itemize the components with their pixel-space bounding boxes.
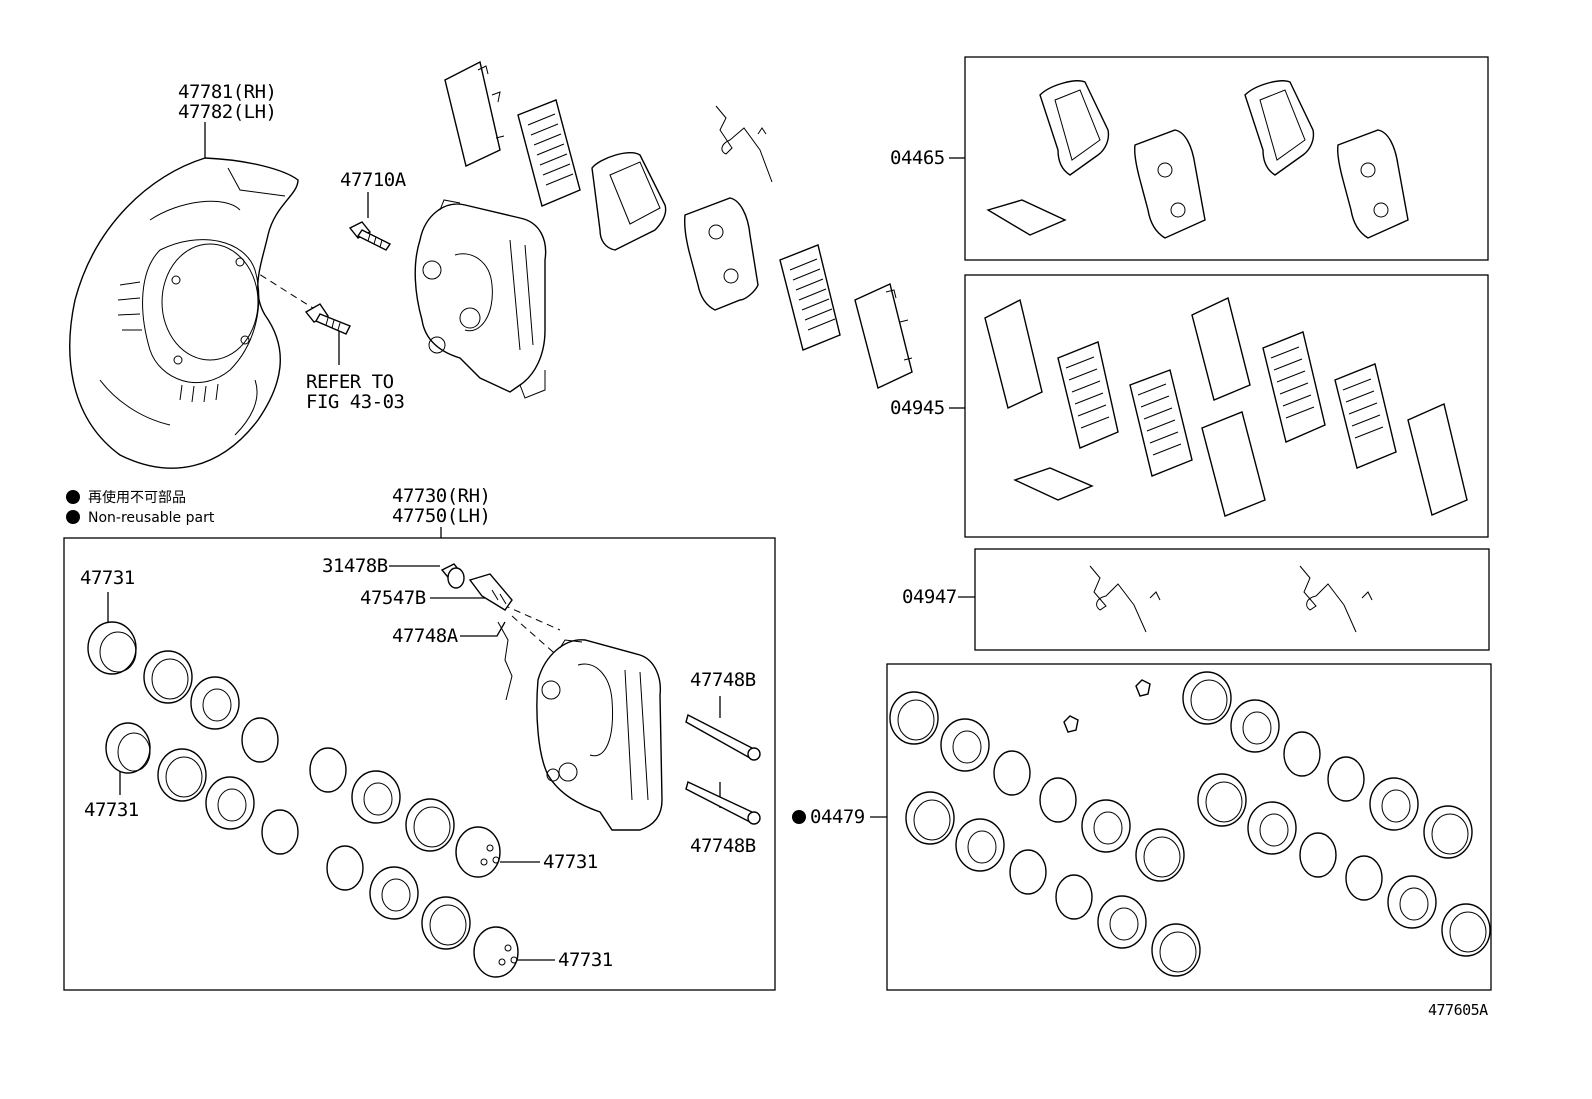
label-47748a[interactable]: 47748A (392, 625, 458, 647)
legend-en: Non-reusable part (66, 510, 214, 526)
caliper-lower (536, 639, 663, 831)
label-47710a[interactable]: 47710A (340, 169, 406, 191)
shim-right (779, 244, 841, 351)
label-47750-lh[interactable]: 47750(LH) (392, 505, 491, 527)
label-47731-top-left[interactable]: 47731 (80, 567, 135, 589)
caliper-assembly-box (63, 537, 776, 991)
non-reusable-dot-icon (792, 810, 806, 824)
label-47782-lh[interactable]: 47782(LH) (178, 101, 277, 123)
anti-squeal-spring (715, 105, 773, 183)
caliper-upper (414, 199, 547, 399)
dust-shield (69, 157, 299, 469)
label-47730-rh[interactable]: 47730(RH) (392, 485, 491, 507)
pad-inner-left (444, 60, 505, 167)
kit-04947-springs (1089, 565, 1373, 633)
pad-pins-47748b (685, 713, 761, 825)
label-47547b[interactable]: 47547B (360, 587, 426, 609)
kit-04465-pads (986, 80, 1409, 239)
label-47748b-bottom[interactable]: 47748B (690, 835, 756, 857)
pad-spring-47748a (497, 621, 513, 701)
label-31478b[interactable]: 31478B (322, 555, 388, 577)
pad-left (591, 151, 667, 251)
figure-id: 477605A (1428, 1001, 1488, 1019)
label-fig-43-03[interactable]: FIG 43-03 (306, 391, 405, 413)
backing-plate-left (684, 197, 759, 311)
label-04947[interactable]: 04947 (902, 586, 957, 608)
label-04479[interactable]: 04479 (810, 806, 865, 828)
bolt-47710a (348, 221, 392, 251)
label-47731-bottom[interactable]: 47731 (558, 949, 613, 971)
label-47781-rh[interactable]: 47781(RH) (178, 81, 277, 103)
spring-kit-04947-box (974, 548, 1490, 651)
label-04945[interactable]: 04945 (890, 397, 945, 419)
label-47731-mid-left[interactable]: 47731 (84, 799, 139, 821)
non-reusable-dot-icon (66, 510, 80, 524)
legend-jp: 再使用不可部品 (66, 487, 186, 507)
kit-04945-shims (984, 297, 1468, 517)
bleeder-plug-47547b (468, 573, 513, 611)
label-47748b-top[interactable]: 47748B (690, 669, 756, 691)
non-reusable-dot-icon (66, 490, 80, 504)
shim-left (517, 99, 581, 207)
caliper-pistons-seals (87, 621, 519, 978)
pad-outer-right (854, 283, 913, 389)
label-refer-to: REFER TO (306, 371, 394, 393)
label-47731-center[interactable]: 47731 (543, 851, 598, 873)
bleeder-cap-31478b (440, 563, 465, 589)
seal-kit-04479-box (886, 663, 1492, 991)
kit-04479-seals (889, 671, 1491, 977)
pad-kit-04945-box (964, 274, 1489, 538)
bolt-ref-fig-43-03 (304, 303, 351, 335)
label-04465[interactable]: 04465 (890, 147, 945, 169)
